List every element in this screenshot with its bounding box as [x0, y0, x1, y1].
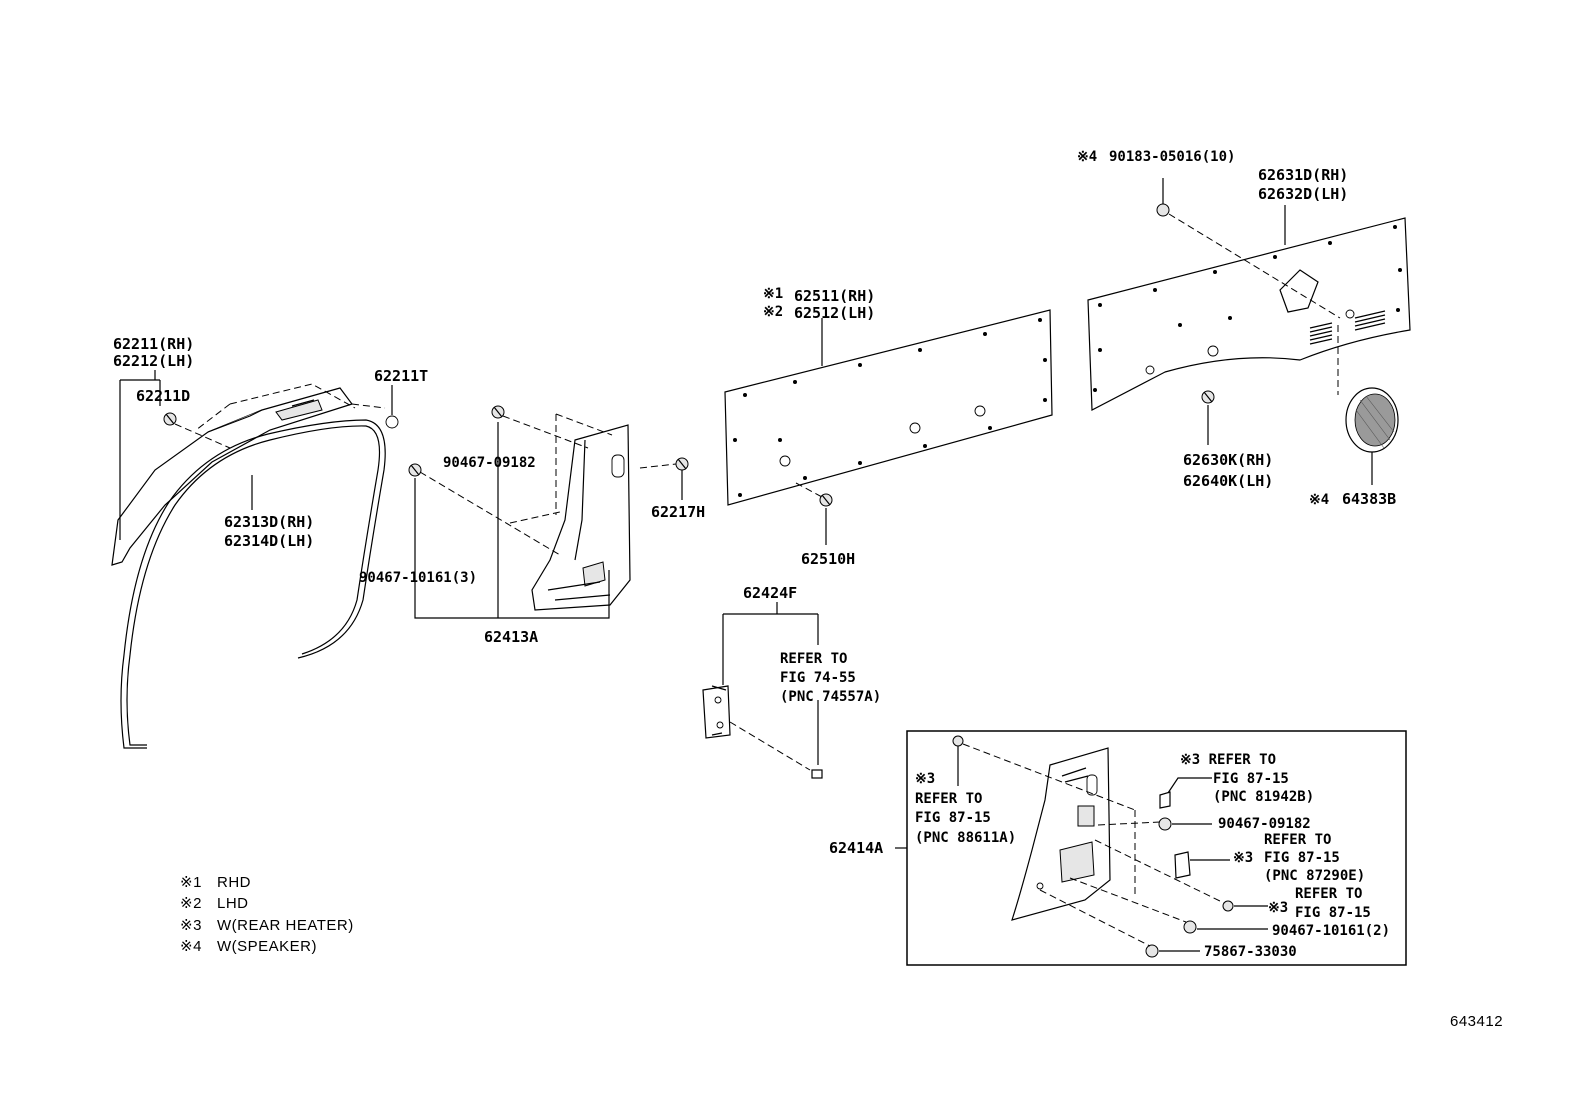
clip-inset-90467-10161: [1183, 920, 1197, 934]
weatherstrip-62313D: [120, 419, 386, 749]
diagram-id: 643412: [1450, 1013, 1503, 1030]
clip-inset-heater: [1222, 900, 1234, 912]
label-90183-05016: 90183-05016(10): [1109, 149, 1235, 165]
refer-last-line1: REFER TO: [1295, 886, 1362, 902]
label-62211-rh: 62211(RH): [113, 335, 194, 353]
label-inset-90467-09182: 90467-09182: [1218, 816, 1311, 832]
pillar-garnish-62211: [111, 387, 399, 566]
refer-88611-line1: REFER TO: [915, 791, 982, 807]
refer-87290-line2: FIG 87-15: [1264, 850, 1340, 866]
legend: ※1 RHD ※2 LHD ※3 W(REAR HEATER) ※4 W(SPE…: [180, 874, 354, 955]
label-62640K-lh: 62640K(LH): [1183, 472, 1273, 490]
clip-90467-10161: [408, 463, 422, 477]
quarter-trim-62413A: [531, 424, 631, 611]
label-62510H: 62510H: [801, 550, 855, 568]
speaker-grille-slots: [1309, 310, 1386, 345]
label-62212-lh: 62212(LH): [113, 352, 194, 370]
speaker-grille-64383B: [1345, 387, 1399, 453]
mark-4-top: ※4: [1077, 149, 1097, 165]
clip-inset-top: [952, 735, 964, 747]
refer-87290-mark: ※3: [1233, 850, 1253, 866]
label-90467-10161-3: 90467-10161(3): [359, 570, 477, 586]
legend-mark-1: ※1: [180, 874, 202, 891]
legend-text-2: LHD: [217, 895, 249, 912]
legend-mark-3: ※3: [180, 917, 202, 934]
clip-62217H: [675, 457, 689, 471]
label-62632D-lh: 62632D(LH): [1258, 185, 1348, 203]
clip-62630K: [1201, 390, 1215, 404]
label-90467-10161-2: 90467-10161(2): [1272, 923, 1390, 939]
label-62217H: 62217H: [651, 503, 705, 521]
clip-90467-09182: [491, 405, 505, 419]
bracket-62424F: [702, 685, 731, 739]
label-62211T: 62211T: [374, 367, 428, 385]
label-62511-rh: 62511(RH): [794, 287, 875, 305]
trim-board-62631D: [1087, 217, 1411, 411]
legend-mark-2: ※2: [180, 895, 202, 912]
refer-74-line1: REFER TO: [780, 651, 847, 667]
label-62424F: 62424F: [743, 584, 797, 602]
legend-mark-4: ※4: [180, 938, 202, 955]
refer-last-line2: FIG 87-15: [1295, 905, 1371, 921]
refer-87290-line3: (PNC 87290E): [1264, 868, 1365, 884]
clip-inset-90467-09182: [1158, 817, 1172, 831]
trim-board-62511: [724, 309, 1053, 506]
refer-87290-line1: REFER TO: [1264, 832, 1331, 848]
clip-62510H: [819, 493, 833, 507]
mark-2: ※2: [763, 304, 783, 320]
refer-88611-line3: (PNC 88611A): [915, 830, 1016, 846]
label-62413A: 62413A: [484, 628, 538, 646]
refer-81942-line1: ※3 REFER TO: [1180, 752, 1276, 768]
legend-text-4: W(SPEAKER): [217, 938, 317, 955]
refer-74-line3: (PNC 74557A): [780, 689, 881, 705]
legend-text-3: W(REAR HEATER): [217, 917, 354, 934]
label-62631D-rh: 62631D(RH): [1258, 166, 1348, 184]
refer-last-mark: ※3: [1268, 900, 1288, 916]
refer-88611-mark: ※3: [915, 771, 935, 787]
refer-74-line2: FIG 74-55: [780, 670, 856, 686]
nut-90183-05016: [1156, 203, 1170, 217]
label-62414A: 62414A: [829, 839, 883, 857]
refer-88611-line2: FIG 87-15: [915, 810, 991, 826]
refer-81942-line2: FIG 87-15: [1213, 771, 1289, 787]
label-62314D-lh: 62314D(LH): [224, 532, 314, 550]
label-62313D-rh: 62313D(RH): [224, 513, 314, 531]
label-62512-lh: 62512(LH): [794, 304, 875, 322]
label-64383B: 64383B: [1342, 490, 1396, 508]
quarter-trim-62414A: [1011, 747, 1111, 921]
mark-1: ※1: [763, 286, 783, 302]
legend-text-1: RHD: [217, 874, 251, 891]
label-62630K-rh: 62630K(RH): [1183, 451, 1273, 469]
clip-62211D: [163, 412, 177, 426]
label-62211D: 62211D: [136, 387, 190, 405]
label-90467-09182: 90467-09182: [443, 455, 536, 471]
clip-inset-75867: [1145, 944, 1159, 958]
mark-4-speaker: ※4: [1309, 492, 1329, 508]
refer-81942-line3: (PNC 81942B): [1213, 789, 1314, 805]
label-75867-33030: 75867-33030: [1204, 944, 1297, 960]
